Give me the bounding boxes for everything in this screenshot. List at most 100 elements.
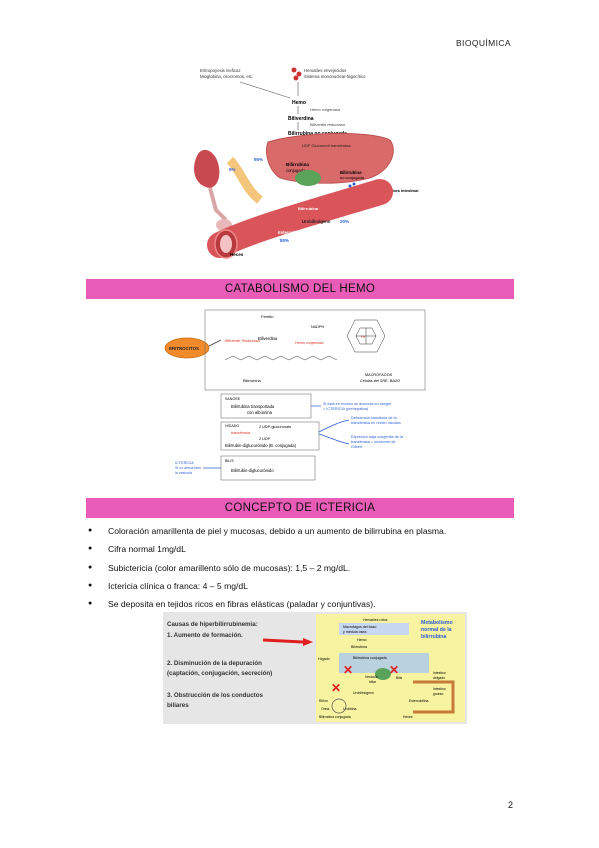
label-bilirrubina: Bilirrubina	[351, 645, 367, 649]
header-title: BIOQUÍMICA	[455, 38, 511, 48]
label-biliverdina: Biliverdina	[258, 336, 278, 341]
bullet-icon: ●	[88, 600, 93, 608]
list-item: ●Ictericia clínica o franca: 4 – 5 mg/dL	[88, 577, 518, 595]
label-bilis: Bilis	[396, 676, 403, 680]
svg-text:Fe: Fe	[361, 335, 365, 339]
gallbladder-shape	[295, 170, 321, 186]
label-hemo-oxig: Hemo oxigenasa	[295, 341, 324, 345]
arrow-line	[239, 81, 291, 99]
label-bili-conj: Bilirrubina conjugada	[353, 656, 387, 660]
label-cause1: 1. Aumento de formación.	[167, 632, 243, 639]
label-hemo: Hemo	[357, 638, 367, 642]
label-udp: 2 UDP	[259, 437, 271, 441]
erythrocyte-icon	[293, 75, 299, 81]
list-item: ●Coloración amarillenta de piel y mucosa…	[88, 522, 518, 540]
label-higado: Hígado	[318, 657, 330, 661]
label-vesicula1: Vesícula	[365, 675, 378, 679]
label-pct95: 95%	[254, 157, 263, 162]
label-deficiencia2: transferasa en recién nacidos	[351, 421, 401, 425]
label-con-albumina: con albúmina	[247, 410, 273, 415]
label-metab3: bilirrubina	[421, 634, 446, 640]
label-metab1: Metabolismo	[421, 620, 453, 626]
label-note-red1: Si está en exceso se acumula en sangre	[323, 402, 391, 406]
label-flora: Flora intestinal	[390, 188, 418, 193]
hyperbilirubinemia-figure: Causas de hiperbilirrubinemia: 1. Aument…	[163, 612, 467, 724]
cross-icon: ✕	[389, 663, 399, 677]
bullet-icon: ●	[88, 527, 93, 534]
hemo-catabolism-figure: Eritropoyesis ineficaz Mioglobina, citoc…	[194, 67, 418, 259]
liver-shape	[266, 133, 394, 184]
label-orina: Orina	[321, 707, 329, 711]
heme-structure-icon	[346, 319, 386, 353]
cross-icon: ✕	[331, 681, 341, 695]
label-cause3b: biliares	[167, 702, 189, 709]
list-item: ●Se deposita en tejidos ricos en fibras …	[88, 595, 518, 613]
label-biliverdina: Biliverdina	[288, 116, 314, 122]
label-conjugada: conjugada	[286, 168, 306, 173]
label-intestino-del1: Intestino	[433, 671, 446, 675]
eritrocitos-oval	[164, 337, 210, 359]
label-bilis: BILIS	[225, 459, 234, 463]
label-ictericia3: la vesícula	[175, 471, 192, 475]
label-heces: Heces	[403, 715, 413, 719]
label-metab2: normal de la	[421, 627, 452, 633]
label-pct20: 20%	[340, 219, 349, 224]
label-causes-title: Causas de hiperbilirrubinemia:	[167, 621, 258, 628]
label-expresion3: Gilbert	[351, 445, 363, 449]
label-hemo-oxig: Hemo oxigenasa	[310, 107, 341, 112]
label-cause2a: 2. Disminución de la depuración	[167, 660, 262, 667]
label-udp: UDP Glucuronil transferasa	[302, 143, 351, 148]
ictericia-bullet-list: ●Coloración amarillenta de piel y mucosa…	[88, 522, 518, 613]
label-transferasa: transferasa	[231, 431, 250, 435]
label-intestino-gru2: grueso	[433, 692, 443, 696]
macrofagos-box	[204, 309, 426, 391]
label-urobilina: Urobilina	[343, 707, 356, 711]
macrofagos-box	[339, 623, 409, 635]
erythrocyte-icon	[291, 67, 297, 73]
label-pct5: 5%	[229, 167, 236, 172]
label-higado: HÍGADO	[225, 424, 239, 428]
label-note-red2: = ICTERICIA (prehepática)	[323, 407, 369, 411]
label-macrofagos2: y médula ósea	[343, 630, 366, 634]
bilis-box	[220, 455, 316, 481]
label-bili-transp: Bilirrubina transportada	[231, 404, 275, 409]
label-hemo: Hemo	[292, 100, 306, 106]
label-cause3a: 3. Obstrucción de los conductos	[167, 692, 263, 699]
label-ferritin: Ferritin	[261, 314, 273, 319]
bullet-icon: ●	[88, 581, 93, 589]
label-urobilinogeno: Urobilinógeno	[353, 691, 374, 695]
bladder-icon	[331, 698, 347, 714]
label-estercobilinas: Estercobilinas	[278, 230, 307, 235]
label-macrofagos: MACRÓFAGOS	[365, 372, 393, 377]
label-biliv-red: Biliverdin Reductasa	[225, 339, 260, 343]
label-udp-gluc: 2 UDP-glucuronato	[259, 425, 291, 429]
bullet-icon: ●	[88, 545, 93, 553]
label-mioglobina: Mioglobina, citocromos, etc.	[200, 74, 253, 79]
vesicula-shape	[375, 668, 391, 680]
label-vesicula2: biliar	[369, 680, 377, 684]
label-urobilinogeno: Urobilinógeno	[302, 219, 331, 224]
label-bilirrubina: Bilirrubina	[286, 162, 309, 167]
higado-shape	[339, 653, 429, 673]
label-deficiencia1: Deficiencia transitoria de la	[351, 416, 397, 420]
label-nadph: NADPH	[311, 325, 325, 329]
label-hematies: Hematíes envejecidos	[304, 68, 346, 73]
label-bilirrubina: Bilirrubina	[243, 378, 262, 383]
label-hematies: Hematíes rotos	[363, 618, 388, 622]
label-intestino-gru1: Intestino	[433, 687, 446, 691]
label-bili-conj2: Bilirrubina conjugada	[319, 715, 351, 719]
intestine-shape	[207, 179, 393, 258]
label-macrofagos1: Macrófagos del bazo	[343, 625, 376, 629]
label-eritro: Eritropoyesis ineficaz	[200, 68, 241, 73]
blood-vessel-shape	[226, 156, 263, 204]
label-sangre: SANGRE	[225, 397, 241, 401]
kidney-shape	[194, 149, 220, 188]
label-bilirrubina-conj-int: Bilirrubina	[298, 206, 319, 211]
label-ictericia2: Si no drena bien	[175, 466, 201, 470]
label-eritrocitos: ERITROCITOS	[169, 346, 199, 351]
list-item: ●Cifra normal 1mg/dL	[88, 540, 518, 558]
label-bili-diglu2: Bilirrubin-diglucurónido	[231, 468, 274, 473]
bullet-icon: ●	[88, 563, 93, 571]
label-expresion2: transferasa = síndrome de	[351, 440, 395, 444]
bilirubin-structure-icon	[224, 355, 338, 361]
